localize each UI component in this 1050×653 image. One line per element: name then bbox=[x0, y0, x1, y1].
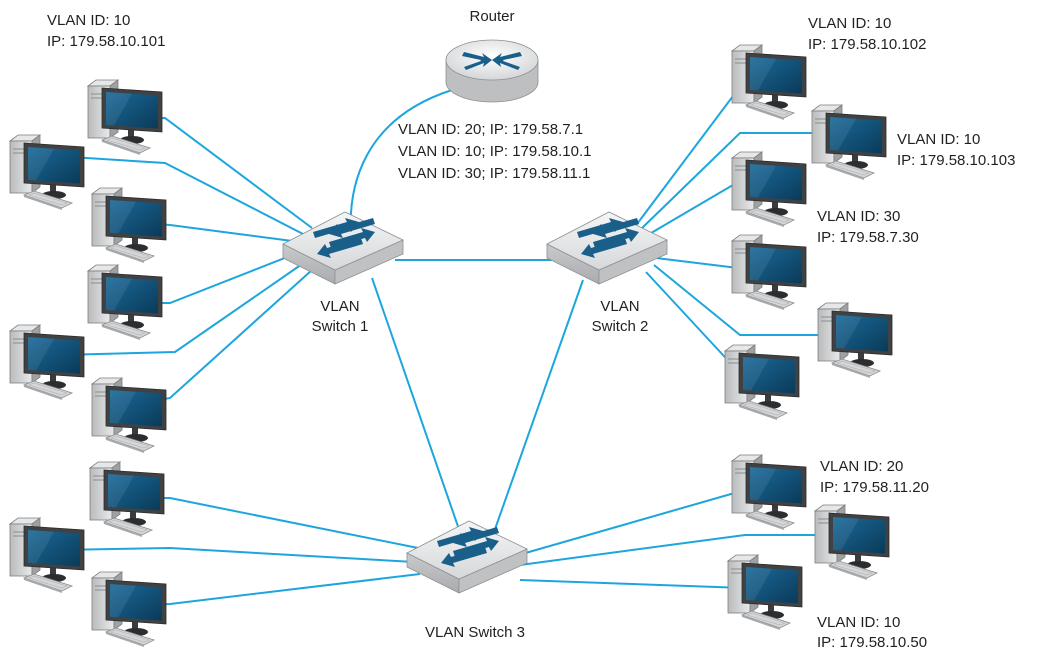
host-vlan-label: VLAN ID: 10 bbox=[47, 12, 131, 29]
router-vlan-line: VLAN ID: 30; IP: 179.58.11.1 bbox=[398, 165, 591, 182]
switch-icon bbox=[282, 211, 404, 285]
computer-icon bbox=[89, 461, 165, 538]
link-s3-pc2 bbox=[56, 546, 415, 563]
computer-icon bbox=[727, 554, 803, 631]
computer-icon bbox=[9, 517, 85, 594]
link-s3-pc4 bbox=[514, 489, 746, 557]
link-s2-pc1 bbox=[633, 79, 746, 229]
switch2-label-line2: Switch 2 bbox=[591, 318, 649, 335]
computer-icon bbox=[731, 44, 807, 121]
link-s1-pc5 bbox=[59, 261, 306, 356]
host-ip-label: IP: 179.58.10.50 bbox=[817, 634, 928, 651]
computer-icon bbox=[814, 504, 890, 581]
link-switch1-switch3 bbox=[371, 277, 463, 539]
host-ip-label: IP: 179.58.10.101 bbox=[47, 33, 166, 50]
computer-icon bbox=[817, 302, 893, 379]
host-ip-label: IP: 179.58.10.102 bbox=[808, 36, 927, 53]
host-vlan-label: VLAN ID: 30 bbox=[817, 208, 901, 225]
link-s2-pc2 bbox=[639, 132, 828, 231]
link-s2-pc6 bbox=[645, 271, 736, 369]
computer-icon bbox=[724, 344, 800, 421]
link-s3-pc5 bbox=[519, 534, 830, 566]
computer-icon bbox=[811, 104, 887, 181]
computer-icon bbox=[91, 571, 167, 648]
host-vlan-label: VLAN ID: 10 bbox=[897, 131, 981, 148]
computer-icon bbox=[87, 79, 163, 156]
link-switch2-switch3 bbox=[493, 279, 584, 533]
computer-icon bbox=[87, 264, 163, 341]
switch-icon bbox=[406, 520, 528, 594]
link-s3-pc6 bbox=[519, 579, 746, 589]
computer-icon bbox=[731, 234, 807, 311]
host-ip-label: IP: 179.58.7.30 bbox=[817, 229, 919, 246]
router-vlan-line: VLAN ID: 10; IP: 179.58.10.1 bbox=[398, 143, 592, 160]
switch3-label: VLAN Switch 3 bbox=[424, 624, 526, 641]
host-ip-label: IP: 179.58.10.103 bbox=[897, 152, 1016, 169]
switch1-label-line1: VLAN bbox=[320, 298, 360, 315]
computer-icon bbox=[9, 324, 85, 401]
computer-icon bbox=[91, 377, 167, 454]
computer-icon bbox=[731, 454, 807, 531]
switch2-label-line1: VLAN bbox=[600, 298, 640, 315]
link-s3-pc3 bbox=[132, 573, 421, 606]
host-vlan-label: VLAN ID: 10 bbox=[808, 15, 892, 32]
computer-icon bbox=[9, 134, 85, 211]
router-label: Router bbox=[469, 8, 515, 25]
link-s3-pc1 bbox=[132, 497, 419, 549]
router-icon bbox=[445, 39, 539, 103]
host-vlan-label: VLAN ID: 10 bbox=[817, 614, 901, 631]
computer-icon bbox=[731, 151, 807, 228]
link-s2-pc5 bbox=[653, 264, 834, 336]
host-vlan-label: VLAN ID: 20 bbox=[820, 458, 904, 475]
link-s1-pc2 bbox=[54, 155, 306, 236]
switch-icon bbox=[546, 211, 668, 285]
router-vlan-line: VLAN ID: 20; IP: 179.58.7.1 bbox=[398, 121, 584, 138]
host-ip-label: IP: 179.58.11.20 bbox=[820, 479, 929, 496]
switch1-label-line2: Switch 1 bbox=[311, 318, 369, 335]
computer-icon bbox=[91, 187, 167, 264]
